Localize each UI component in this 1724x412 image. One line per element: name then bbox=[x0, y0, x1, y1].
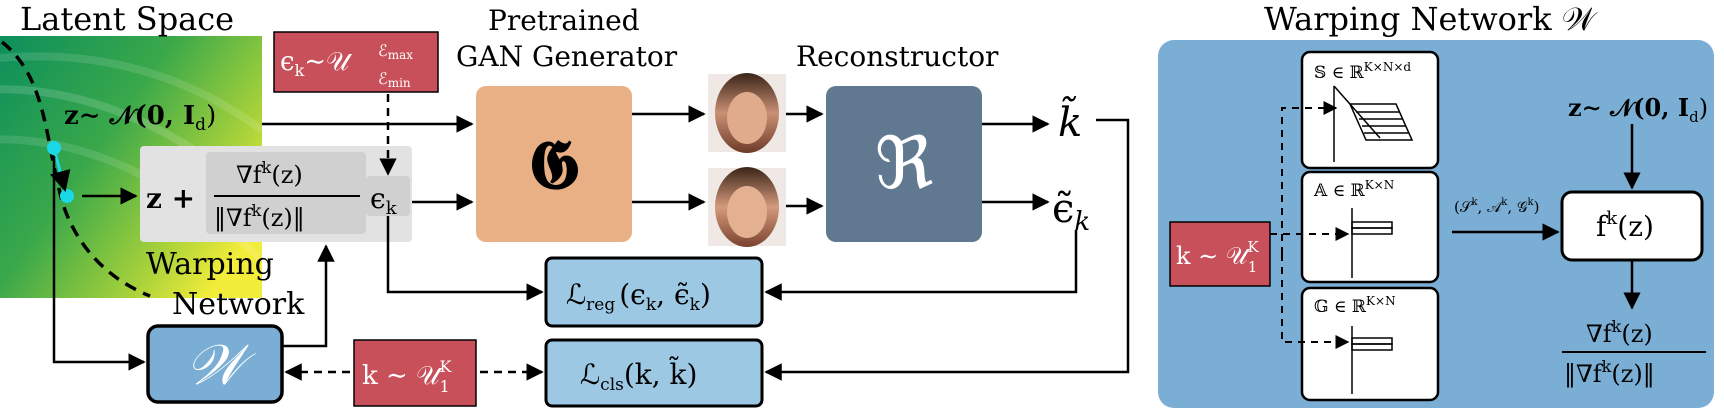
epsilon-panel bbox=[366, 176, 410, 216]
G-tensor-glyph bbox=[1351, 326, 1393, 394]
warping-network-label-line2: Network bbox=[172, 287, 305, 322]
epsilon-sample-label: ϵk∼𝒰 bbox=[280, 47, 353, 80]
grad-numerator: ∇fk(z) bbox=[236, 158, 303, 189]
generator-title-line1: Pretrained bbox=[488, 4, 640, 37]
A-tensor-box bbox=[1300, 170, 1440, 284]
S-tensor-box bbox=[1300, 50, 1440, 170]
loss-cls-box bbox=[544, 338, 764, 408]
generator-title-line2: GAN Generator bbox=[456, 40, 678, 73]
loss-reg-box bbox=[544, 256, 764, 328]
warping-network-box bbox=[146, 324, 284, 404]
reconstructor-title: Reconstructor bbox=[796, 40, 999, 73]
left-arrows bbox=[52, 94, 1130, 381]
k-tilde-output: k̃ bbox=[1058, 96, 1082, 146]
A-tensor-label: 𝔸 ∈ ℝK×N bbox=[1313, 178, 1394, 201]
latent-space-title: Latent Space bbox=[20, 0, 234, 38]
generator-symbol: 𝕲 bbox=[528, 125, 580, 205]
shifted-point bbox=[60, 189, 74, 203]
epsilon-sample-sup: ℰmax bbox=[378, 41, 413, 62]
epsilon-k: ϵk bbox=[370, 182, 398, 219]
S-tensor-label: 𝕊 ∈ ℝK×N×d bbox=[1314, 60, 1411, 83]
f-function-label: fk(z) bbox=[1596, 208, 1654, 243]
epsilon-sample-box bbox=[273, 31, 439, 93]
epsilon-sample-low: ℰmin bbox=[378, 69, 411, 90]
tuple-label: (𝒮k, 𝒜k, 𝒢k) bbox=[1454, 197, 1539, 216]
z-sample-label-right: z∼ 𝒩(0, Id) bbox=[1568, 93, 1708, 126]
k-sample-box-left bbox=[353, 339, 477, 407]
grad-denominator-right: ‖∇fk(z)‖ bbox=[1564, 357, 1655, 389]
epsilon-tilde-output: ϵ̃k bbox=[1052, 186, 1090, 237]
loss-cls-label: ℒcls(k, k̃) bbox=[580, 356, 697, 395]
grad-fraction-panel bbox=[206, 152, 366, 234]
k-sample-box-right bbox=[1169, 221, 1271, 287]
G-tensor-label: 𝔾 ∈ ℝK×N bbox=[1314, 294, 1396, 317]
generator-box bbox=[476, 86, 632, 242]
generated-face-1 bbox=[708, 73, 786, 153]
shift-arrow bbox=[50, 151, 71, 193]
z-sample-label: z∼ 𝒩(0, Id) bbox=[64, 101, 216, 135]
right-panel-title: Warping Network 𝒲 bbox=[1264, 0, 1598, 38]
loss-reg-label: ℒreg(ϵk, ϵ̃k) bbox=[566, 278, 711, 315]
reconstructor-symbol: ℜ bbox=[875, 121, 934, 205]
reconstructor-box bbox=[826, 86, 982, 242]
sample-point bbox=[47, 141, 61, 155]
generated-face-2 bbox=[708, 167, 786, 247]
warping-network-label-line1: Warping bbox=[146, 247, 274, 282]
shift-plus: z + bbox=[146, 182, 195, 215]
S-tensor-glyph bbox=[1333, 85, 1414, 162]
right-dashed-arrows bbox=[1270, 101, 1350, 349]
grad-numerator-right: ∇fk(z) bbox=[1586, 317, 1653, 348]
grad-denominator: ‖∇fk(z)‖ bbox=[214, 201, 305, 233]
A-tensor-glyph bbox=[1351, 208, 1393, 278]
